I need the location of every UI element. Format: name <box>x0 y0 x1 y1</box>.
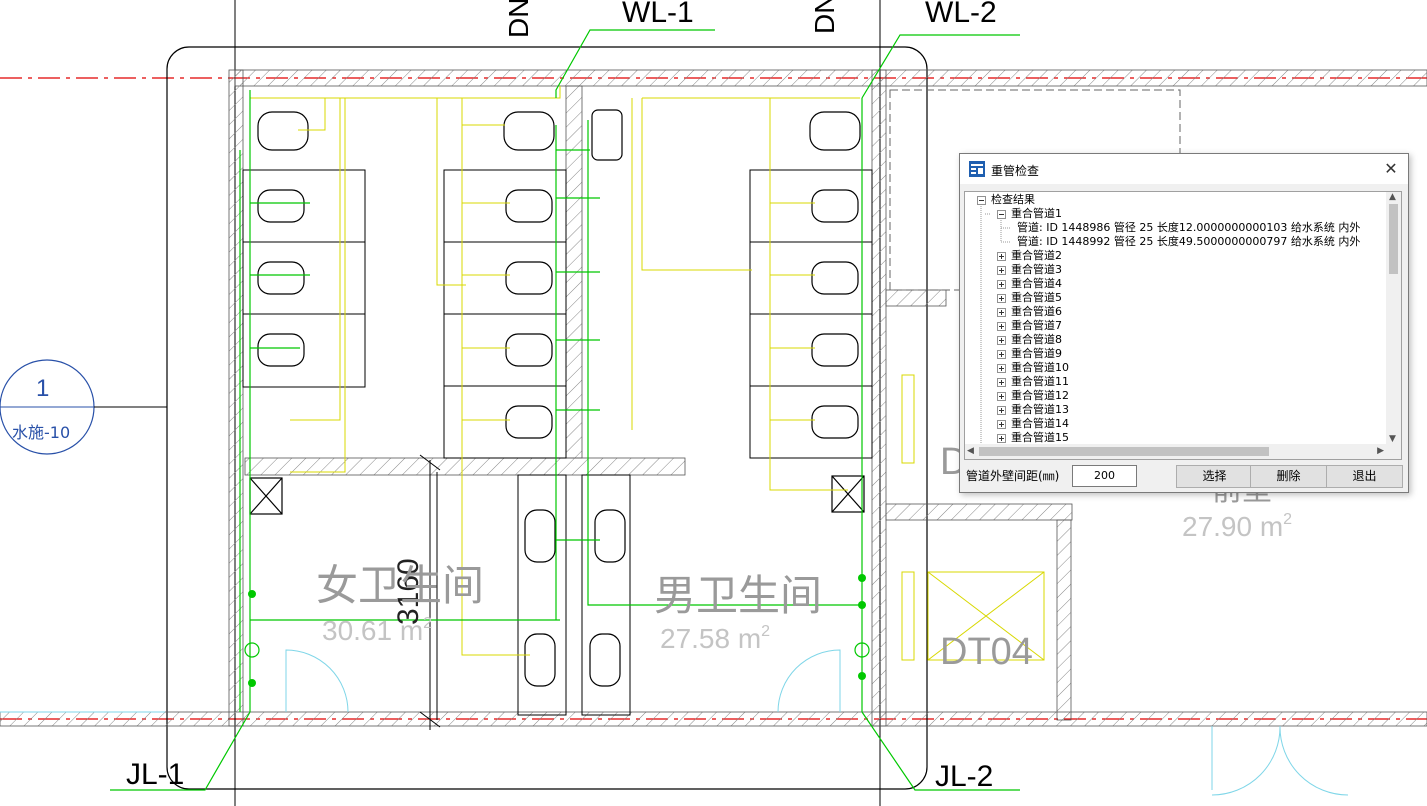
scroll-right-icon[interactable]: ▶ <box>1377 446 1384 456</box>
collapse-icon[interactable] <box>977 196 986 205</box>
expand-icon[interactable] <box>997 266 1006 275</box>
drain-pipes <box>250 86 860 656</box>
expand-icon[interactable] <box>997 434 1006 443</box>
scroll-up-icon[interactable]: ▲ <box>1389 192 1396 202</box>
expand-icon[interactable] <box>997 252 1006 261</box>
expand-icon[interactable] <box>997 406 1006 415</box>
pipe-label-jl2: JL-2 <box>935 760 993 793</box>
supply-pipes <box>110 29 1020 791</box>
section-callout[interactable]: 1 水施-10 <box>0 359 167 455</box>
expand-icon[interactable] <box>997 336 1006 345</box>
app-logo-icon <box>969 161 985 177</box>
expand-icon[interactable] <box>997 420 1006 429</box>
pipe-label-jl1: JL-1 <box>126 758 184 791</box>
squat-toilets <box>249 109 865 687</box>
vertical-scroll-thumb[interactable] <box>1389 204 1398 274</box>
close-icon[interactable]: ✕ <box>1384 159 1398 178</box>
expand-icon[interactable] <box>997 364 1006 373</box>
dimension-text: 3160 <box>392 558 425 625</box>
vertical-scrollbar[interactable]: ▲ ▼ <box>1386 192 1401 444</box>
horizontal-scrollbar[interactable]: ◀ ▶ <box>965 444 1386 459</box>
pipe-nodes <box>248 574 866 687</box>
pipe-label-wl2: WL-2 <box>925 0 997 29</box>
delete-button[interactable]: 删除 <box>1250 465 1327 488</box>
shaft-dt04 <box>901 374 1045 661</box>
collapse-icon[interactable] <box>997 210 1006 219</box>
expand-icon[interactable] <box>997 308 1006 317</box>
select-button[interactable]: 选择 <box>1176 465 1253 488</box>
scroll-left-icon[interactable]: ◀ <box>967 446 974 456</box>
scroll-down-icon[interactable]: ▼ <box>1389 434 1396 444</box>
pipe-label-wl1: WL-1 <box>622 0 694 29</box>
result-tree[interactable]: 检查结果 重合管道1 管道: ID 1448986 管径 25 长度12.000… <box>964 191 1402 460</box>
dn-label-1: DN <box>503 0 534 38</box>
room-name-women: 女卫生间 <box>316 562 484 609</box>
callout-number: 1 <box>36 375 49 402</box>
shaft-label-dt04: DT04 <box>940 631 1033 673</box>
spacing-input[interactable]: 200 <box>1072 465 1137 487</box>
dialog-titlebar[interactable]: 重管检查 ✕ <box>960 154 1408 184</box>
spacing-label: 管道外壁间距(㎜) <box>966 469 1060 483</box>
callout-sheet: 水施-10 <box>12 423 70 442</box>
exit-button[interactable]: 退出 <box>1326 465 1403 488</box>
expand-icon[interactable] <box>997 392 1006 401</box>
room-area-lobby: 27.90 m2 <box>1182 511 1292 542</box>
expand-icon[interactable] <box>997 280 1006 289</box>
room-area-women: 30.61 m2 <box>322 615 432 646</box>
stalls <box>242 169 873 720</box>
dn-label-2: DN <box>809 0 840 34</box>
tree-pipe-item[interactable]: 管道: ID 1448992 管径 25 长度49.5000000000797 … <box>1017 235 1361 248</box>
expand-icon[interactable] <box>997 350 1006 359</box>
doors <box>0 649 1349 796</box>
expand-icon[interactable] <box>997 378 1006 387</box>
expand-icon[interactable] <box>997 294 1006 303</box>
dialog-title: 重管检查 <box>991 164 1040 178</box>
room-name-men: 男卫生间 <box>654 572 822 619</box>
tree-pipe-item[interactable]: 管道: ID 1448986 管径 25 长度12.0000000000103 … <box>1017 221 1361 234</box>
horizontal-scroll-thumb[interactable] <box>979 447 1269 456</box>
dimension-line <box>419 454 441 730</box>
scroll-corner <box>1386 444 1401 459</box>
expand-icon[interactable] <box>997 322 1006 331</box>
overlap-check-dialog[interactable]: 重管检查 ✕ 检查结果 重合管道1 管道: ID 1448986 <box>959 153 1409 493</box>
area-boundary <box>166 46 928 790</box>
room-area-men: 27.58 m2 <box>660 623 770 654</box>
